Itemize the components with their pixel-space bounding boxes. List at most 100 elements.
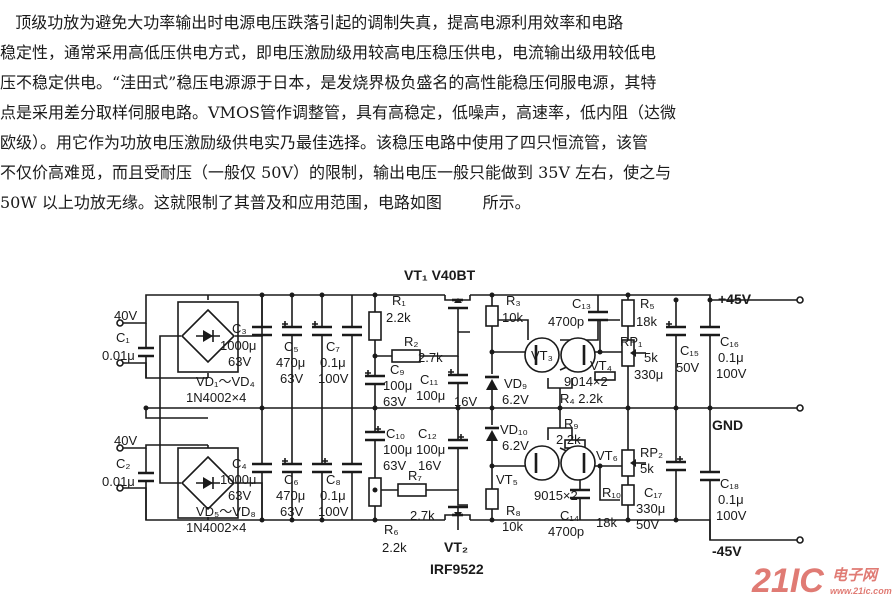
label-r7: R₇: [408, 468, 422, 483]
label-vt1: VT₁ V40BT: [404, 267, 476, 283]
capacitor-c17: [666, 456, 686, 472]
label-c11-voltage: 16V: [454, 394, 477, 409]
label-c2: C₂: [116, 456, 130, 471]
terminals: [116, 296, 804, 544]
label-c17-voltage: 50V: [636, 517, 659, 532]
label-c12-voltage: 16V: [418, 458, 441, 473]
label-rp2-value: 5k: [640, 461, 654, 476]
capacitor-c11: [448, 369, 468, 385]
label-c4: C₄: [232, 456, 247, 471]
label-r6: R₆: [384, 522, 399, 537]
label-rp1-value: 5k: [644, 350, 658, 365]
paragraph-line: 50W 以上功放无缘。这就限制了其普及和应用范围，电路如图 所示。: [0, 193, 531, 212]
label-c16: C₁₆: [720, 334, 739, 349]
label-r5: R₅: [640, 296, 655, 311]
label-c18-value: 0.1μ: [718, 492, 744, 507]
label-in-bottom: 40V: [114, 433, 137, 448]
mosfet-vt1: [444, 295, 471, 332]
label-c15-voltage: 50V: [676, 360, 699, 375]
capacitor-c10: [365, 426, 385, 442]
label-c9-voltage: 63V: [383, 394, 406, 409]
label-r1-value: 2.2k: [386, 310, 411, 325]
label-r8-value: 10k: [502, 519, 523, 534]
capacitor-c14: [570, 480, 590, 500]
label-rp2: RP₂: [640, 445, 663, 460]
label-c13: C₁₃: [572, 296, 591, 311]
label-c11: C₁₁: [420, 372, 439, 387]
label-r6-value: 2.2k: [382, 540, 407, 555]
watermark-url: www.21ic.com: [830, 586, 892, 596]
label-r10-value: 18k: [596, 515, 617, 530]
label-out-negative: -45V: [712, 543, 742, 559]
resistor-r7: [397, 483, 427, 497]
label-c17-value: 330μ: [636, 501, 665, 516]
label-out-positive: +45V: [718, 291, 752, 307]
capacitor-c3: [252, 325, 272, 337]
bridge-rectifier-bottom: [177, 447, 239, 519]
label-c3-voltage: 63V: [228, 354, 251, 369]
description-paragraph: 顶级功放为避免大功率输出时电源电压跌落引起的调制失真，提高电源利用效率和电路 稳…: [0, 0, 893, 240]
paragraph-line: 不仅价高难觅，而且受耐压（一般仅 50V）的限制，输出电压一般只能做到 35V …: [0, 163, 672, 182]
label-c9: C₉: [390, 362, 405, 377]
label-c2-value: 0.01μ: [102, 474, 135, 489]
watermark-logo: 21IC 电子网 www.21ic.com: [751, 562, 892, 599]
mosfet-vt2: [444, 505, 471, 530]
paragraph-line: 稳定性，通常采用高低压供电方式，即电压激励级用较高电压稳压供电，电流输出级用较低…: [0, 43, 657, 62]
capacitor-c15: [666, 321, 686, 337]
label-c4-value: 1000μ: [220, 472, 256, 487]
resistor-r2: [391, 349, 421, 363]
capacitor-c2: [138, 471, 154, 488]
label-vt5: VT₅: [496, 472, 518, 487]
junctions: [143, 292, 713, 523]
label-vt6: VT₆: [596, 448, 618, 463]
label-c13-value: 4700p: [548, 314, 584, 329]
zener-vd10: [485, 426, 499, 441]
label-vd9-value: 6.2V: [502, 392, 529, 407]
label-c6-value: 470μ: [276, 488, 305, 503]
capacitor-c1: [138, 346, 154, 363]
label-r3-value: 10k: [502, 310, 523, 325]
label-c3-value: 1000μ: [220, 338, 256, 353]
label-c16-value: 0.1μ: [718, 350, 744, 365]
resistor-r10: [621, 484, 635, 506]
label-vd10-value: 6.2V: [502, 438, 529, 453]
label-vt3: VT₃: [531, 348, 553, 363]
label-c12-value: 100μ: [416, 442, 445, 457]
resistor-r3: [485, 305, 499, 327]
label-c12: C₁₂: [418, 426, 437, 441]
label-c8-value: 0.1μ: [320, 488, 346, 503]
label-c7-value: 0.1μ: [320, 355, 346, 370]
label-c18-voltage: 100V: [716, 508, 747, 523]
potentiometer-rp2: [621, 449, 646, 477]
resistor-r8: [485, 488, 499, 510]
capacitor-c9: [365, 370, 385, 386]
label-r4: R₄ 2.2k: [560, 391, 603, 406]
capacitor-c7: [312, 321, 332, 337]
label-c7: C₇: [326, 339, 340, 354]
label-c14-value: 4700p: [548, 524, 584, 539]
label-vt4: VT₄: [590, 358, 612, 373]
label-c14: C₁₄: [560, 508, 579, 523]
capacitor-c18: [700, 470, 720, 482]
paragraph-line: 欧级）。用它作为功放电压激励级供电实乃最佳选择。该稳压电路中使用了四只恒流管，该…: [0, 133, 649, 152]
capacitor-c8b: [342, 462, 362, 474]
transistor-vt4: [560, 337, 596, 373]
component-labels: VT₁ V40BT 40V 40V C₁ 0.01μ C₂ 0.01μ C₃ 1…: [102, 267, 752, 577]
label-c5: C₅: [284, 339, 299, 354]
label-c11-value: 100μ: [416, 388, 445, 403]
label-c5-value: 470μ: [276, 355, 305, 370]
label-r7-value: 2.7k: [410, 508, 435, 523]
label-rp1: RP₁: [620, 334, 643, 349]
capacitor-c8: [312, 458, 332, 474]
label-c10-voltage: 63V: [383, 458, 406, 473]
label-c6-voltage: 63V: [280, 504, 303, 519]
label-r2: R₂: [404, 334, 418, 349]
label-c5-voltage: 63V: [280, 371, 303, 386]
label-c6: C₆: [284, 472, 299, 487]
capacitor-c5: [282, 321, 302, 337]
watermark-cn: 电子网: [832, 567, 880, 584]
transistor-vt3: [524, 337, 560, 373]
label-c7-voltage: 100V: [318, 371, 349, 386]
label-c4-voltage: 63V: [228, 488, 251, 503]
resistor-r5: [621, 299, 635, 327]
